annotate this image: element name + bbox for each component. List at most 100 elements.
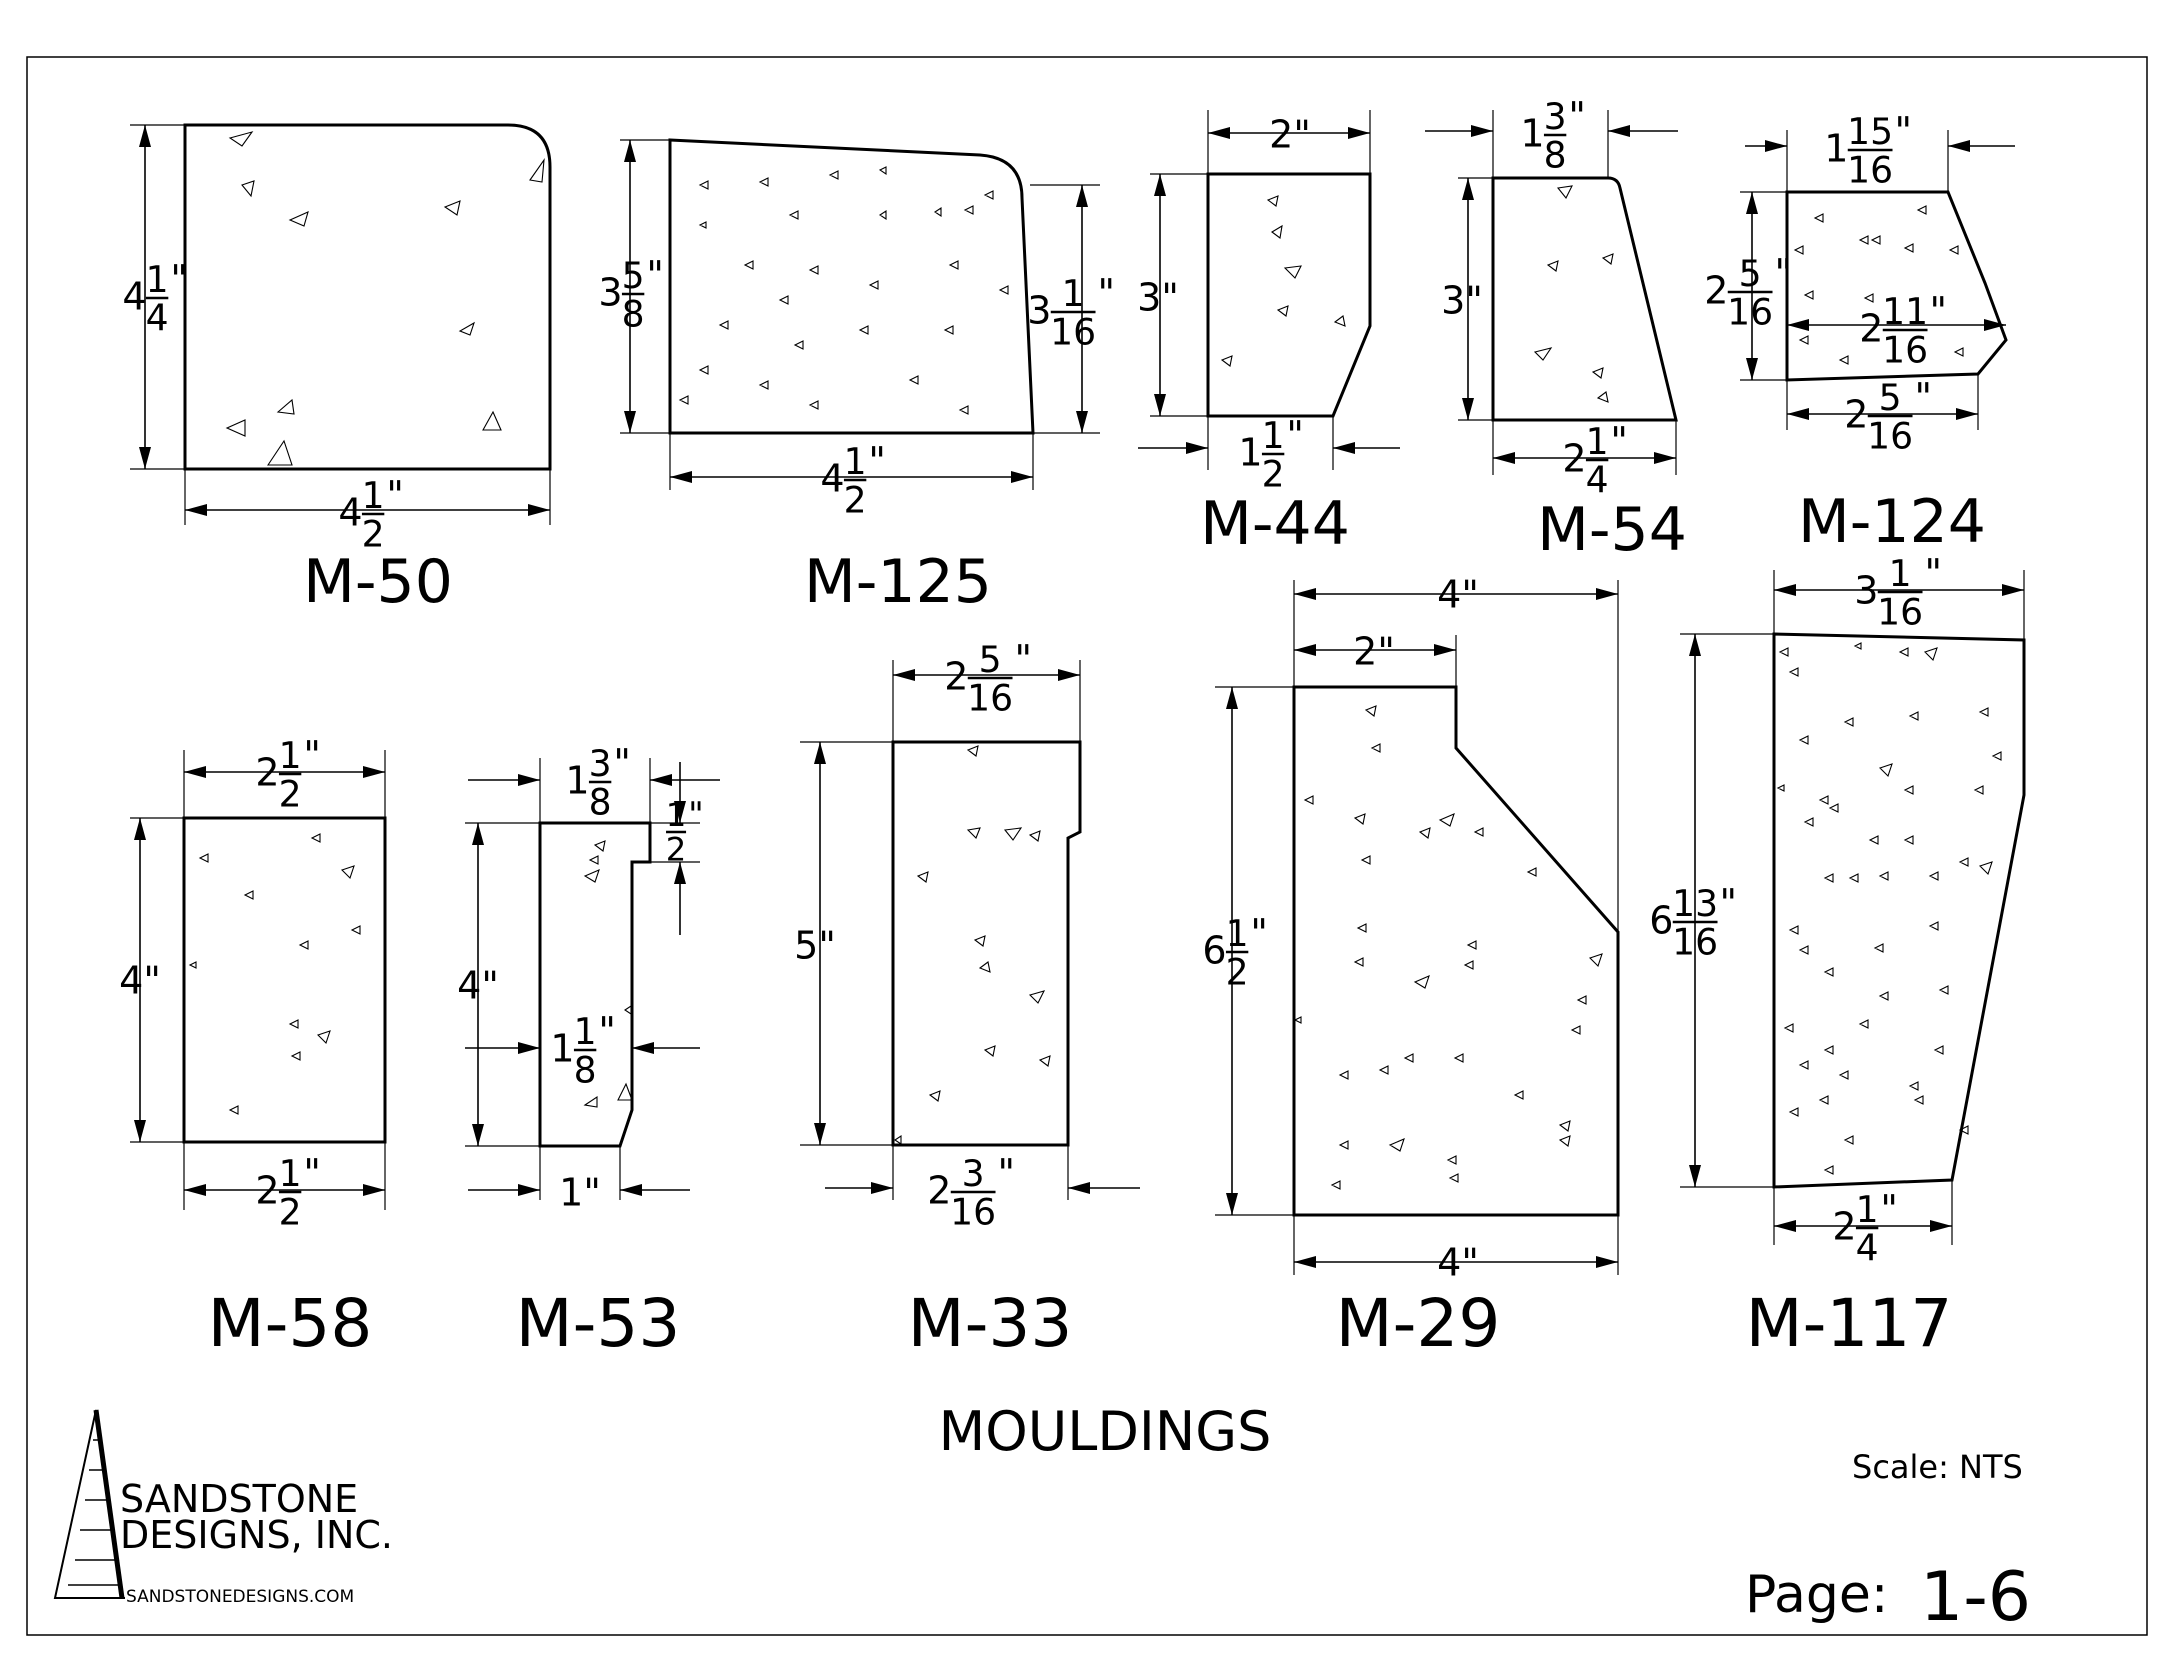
dimtext-m53-bottom: 1" [559, 1170, 601, 1214]
svg-text:": " [1775, 251, 1792, 295]
sheet-title: MOULDINGS [939, 1400, 1272, 1463]
svg-text:": " [1895, 109, 1912, 153]
svg-text:": " [646, 253, 663, 297]
svg-text:1: 1 [666, 796, 687, 834]
svg-text:3: 3 [1544, 96, 1567, 138]
svg-text:3: 3 [589, 743, 612, 785]
shape-m29 [1292, 685, 1620, 1217]
svg-text:1: 1 [574, 1011, 597, 1053]
svg-text:2: 2 [1832, 1204, 1856, 1248]
svg-text:": " [1015, 637, 1032, 681]
svg-text:": " [1880, 1187, 1897, 1231]
svg-text:2: 2 [1262, 453, 1285, 495]
dimtext-m44-top: 2" [1269, 112, 1311, 156]
svg-text:6: 6 [1649, 898, 1673, 942]
svg-text:2: 2 [927, 1168, 951, 1212]
label-m54: M-54 [1537, 495, 1687, 565]
svg-text:6: 6 [1202, 928, 1226, 972]
dimtext-m29-bottom: 4" [1437, 1240, 1479, 1284]
svg-text:3: 3 [1854, 568, 1878, 612]
page-number: 1-6 [1920, 1558, 2031, 1637]
svg-text:2: 2 [1226, 951, 1249, 993]
shape-m125 [668, 138, 1035, 435]
svg-text:1: 1 [844, 441, 867, 483]
svg-text:16: 16 [1050, 311, 1096, 353]
svg-text:5": 5" [794, 923, 836, 967]
svg-text:1: 1 [279, 735, 302, 777]
svg-text:2: 2 [1704, 268, 1728, 312]
svg-text:2: 2 [255, 1168, 279, 1212]
shape-m54 [1491, 176, 1678, 422]
label-m29: M-29 [1336, 1285, 1501, 1362]
shape-m117 [1772, 632, 2026, 1189]
svg-text:5: 5 [622, 255, 645, 297]
svg-text:2: 2 [944, 654, 968, 698]
svg-text:2: 2 [844, 479, 867, 521]
label-m33: M-33 [908, 1285, 1073, 1362]
svg-text:2: 2 [279, 773, 302, 815]
sheet-border [26, 56, 2148, 1636]
svg-text:2: 2 [1844, 392, 1868, 436]
svg-text:": " [598, 1009, 615, 1053]
svg-text:5: 5 [1739, 253, 1762, 295]
svg-text:16: 16 [950, 1191, 996, 1233]
svg-text:": " [1925, 551, 1942, 595]
svg-text:2": 2" [1353, 629, 1395, 673]
svg-text:1: 1 [1824, 126, 1848, 170]
svg-text:1: 1 [1062, 273, 1085, 315]
page-label: Page: [1745, 1565, 1888, 1625]
svg-text:5: 5 [979, 639, 1002, 681]
svg-text:2: 2 [279, 1191, 302, 1233]
label-m117: M-117 [1746, 1285, 1953, 1362]
svg-text:": " [688, 795, 704, 835]
svg-text:8: 8 [589, 781, 612, 823]
shape-m53 [538, 821, 652, 1148]
shape-m33 [891, 740, 1082, 1147]
svg-text:15: 15 [1847, 111, 1893, 153]
svg-text:1: 1 [279, 1153, 302, 1195]
svg-text:": " [170, 257, 187, 301]
svg-text:1: 1 [1262, 415, 1285, 457]
label-m58: M-58 [208, 1285, 373, 1362]
dimension-lines [130, 110, 2025, 1275]
svg-text:3: 3 [598, 270, 622, 314]
svg-text:4": 4" [1437, 572, 1479, 616]
dimtext-m58-height: 4" [119, 958, 161, 1002]
svg-text:16: 16 [967, 677, 1013, 719]
svg-text:16: 16 [1882, 329, 1928, 371]
dimtext-m53-step: 12" [666, 795, 704, 869]
svg-text:2": 2" [1269, 112, 1311, 156]
dimtext-m33-height: 5" [794, 923, 836, 967]
company-name-line1: SANDSTONE [120, 1477, 358, 1521]
dimtext-m54-height: 3" [1441, 278, 1483, 322]
svg-text:4: 4 [1856, 1227, 1879, 1269]
svg-text:": " [303, 733, 320, 777]
svg-text:1: 1 [1586, 421, 1609, 463]
label-m44: M-44 [1200, 489, 1350, 559]
dimtext-m29-top: 4" [1437, 572, 1479, 616]
svg-text:": " [613, 741, 630, 785]
dimtext-m44-height: 3" [1137, 275, 1179, 319]
svg-text:1: 1 [362, 475, 385, 517]
svg-text:3: 3 [962, 1153, 985, 1195]
svg-text:": " [868, 439, 885, 483]
svg-text:16: 16 [1877, 591, 1923, 633]
dimtext-m53-height: 4" [457, 963, 499, 1007]
